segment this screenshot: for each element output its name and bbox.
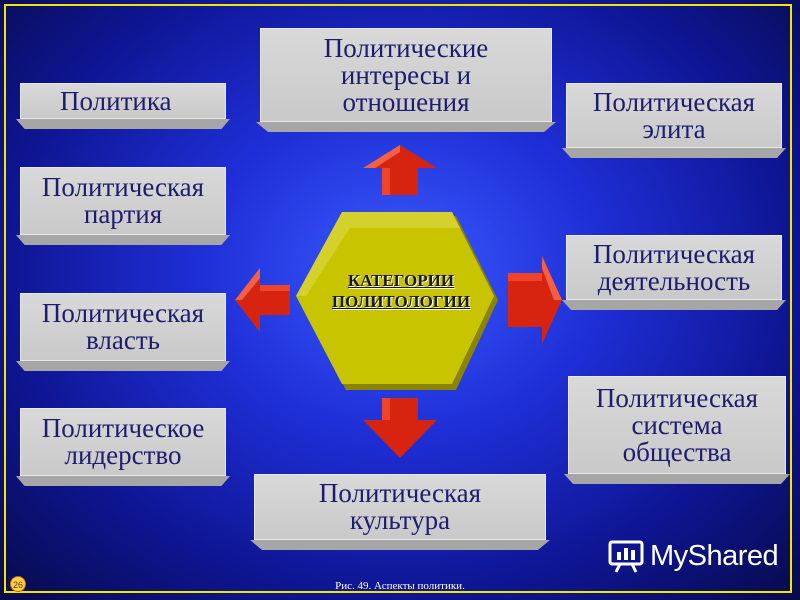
center-title-line1: КАТЕГОРИИ — [347, 271, 455, 290]
category-box-system: Политическая система общества — [568, 376, 786, 474]
category-label: Политические интересы и отношения — [323, 32, 489, 117]
arrow-left-icon — [235, 268, 290, 332]
center-hexagon — [296, 212, 498, 390]
category-box-politics: Политика — [20, 83, 226, 119]
category-box-party: Политическая партия — [20, 167, 226, 235]
category-label: Политическая власть — [41, 298, 205, 355]
arrow-down-icon — [363, 398, 437, 458]
presentation-icon — [608, 540, 644, 573]
category-box-interests: Политические интересы и отношения — [260, 28, 552, 122]
category-label: Политическая элита — [592, 86, 756, 144]
category-label: Политика — [60, 85, 172, 116]
logo-text: MyShared — [650, 539, 779, 572]
category-label: Политическое лидерство — [41, 413, 205, 470]
category-box-elite: Политическая элита — [566, 83, 782, 148]
center-diagram — [235, 145, 562, 458]
category-label: Политическая деятельность — [592, 238, 756, 296]
center-title-line2: ПОЛИТОЛОГИИ — [331, 292, 471, 311]
category-label: Политическая партия — [41, 172, 205, 229]
category-label: Политическая система общества — [595, 382, 759, 467]
page-number-badge: 26 — [10, 576, 26, 592]
category-box-activity: Политическая деятельность — [566, 235, 782, 300]
center-title: КАТЕГОРИИ ПОЛИТОЛОГИИ — [316, 270, 486, 312]
arrow-up-icon — [363, 145, 437, 195]
myshared-logo[interactable]: MyShared — [608, 536, 783, 576]
category-label: Политическая культура — [318, 478, 482, 535]
category-box-power: Политическая власть — [20, 293, 226, 361]
category-box-leadership: Политическое лидерство — [20, 408, 226, 476]
arrow-right-icon — [508, 256, 562, 344]
figure-caption: Рис. 49. Аспекты политики. — [335, 580, 465, 592]
category-box-culture: Политическая культура — [254, 474, 546, 540]
